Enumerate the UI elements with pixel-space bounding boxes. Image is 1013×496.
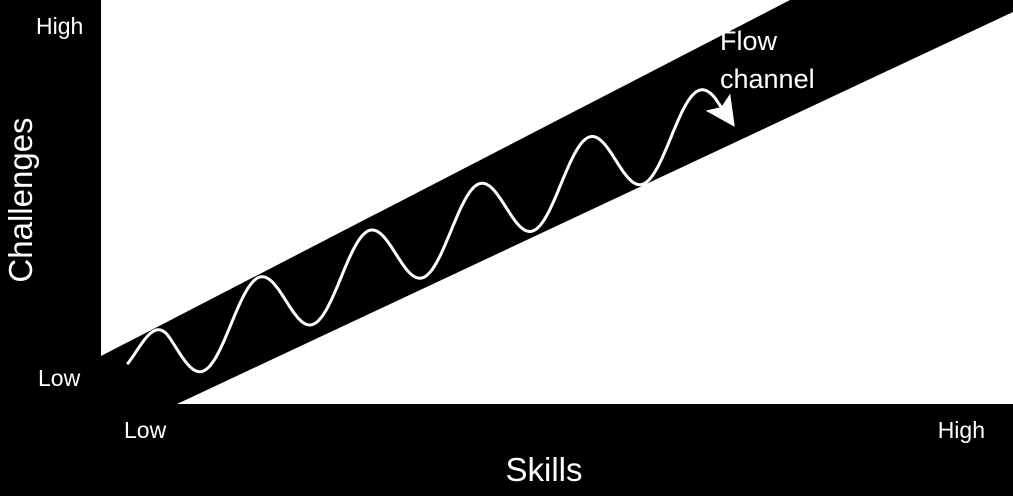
- x-axis-low-label: Low: [124, 417, 167, 443]
- flow-path-arrow: [126, 88, 735, 374]
- x-axis-title: Skills: [505, 451, 582, 488]
- x-axis-high-label: High: [938, 417, 985, 443]
- y-axis-high-label: High: [36, 13, 83, 39]
- flow-channel-label-line2: channel: [720, 64, 815, 94]
- y-axis-title: Challenges: [2, 117, 39, 282]
- y-axis-low-label: Low: [38, 365, 81, 391]
- flow-channel-label: Flow: [720, 26, 778, 56]
